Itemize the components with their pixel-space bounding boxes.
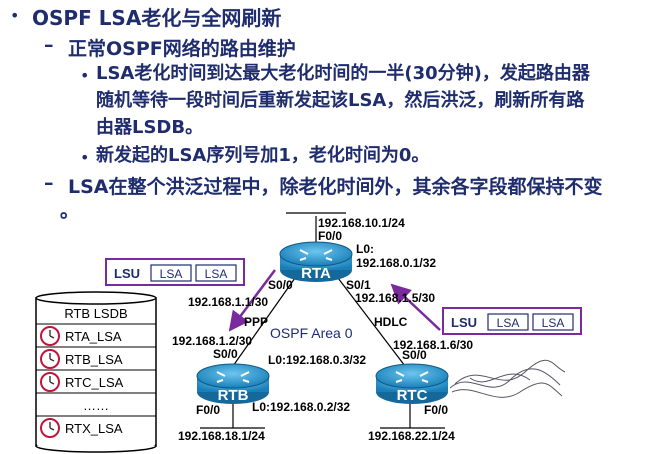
external-network-squiggle [449,359,566,398]
router-rtb-label: RTB [218,387,249,404]
router-rta: RTA [279,241,353,282]
lsdb-row-label: RTC_LSA [65,375,124,390]
sub-heading-1: 正常OSPF网络的路由维护 [68,38,296,60]
ppp-label: PPP [244,315,268,329]
rtc-f00-label: F0/0 [424,403,448,417]
router-rtc: RTC [375,363,449,404]
rta-top-net-label: 192.168.10.1/24 [318,216,405,230]
router-rtb: RTB [196,363,270,404]
rta-f00-label: F0/0 [318,229,342,243]
lsu-right-lsa-1: LSA [497,316,520,330]
lsu-box-left: LSU LSA LSA [105,258,245,286]
rta-s00-label: S0/0 [268,278,293,292]
lsdb-row-label: RTX_LSA [65,421,123,436]
lsdb-row-label: …… [83,398,109,413]
rta-s01-label: S0/1 [346,278,371,292]
lsu-left-lsa-2: LSA [205,267,228,281]
lsu-left-label: LSU [114,266,140,281]
dash-marker: – [44,34,54,56]
lsdb-title: RTB LSDB [64,306,127,321]
rtc-s00-ip-label: 192.168.1.6/30 [393,338,473,352]
flood-arrow-to-rtb [228,269,276,332]
rta-l0-ip-label: 192.168.0.1/32 [356,256,436,270]
ppp-link [232,277,296,367]
hdlc-link [337,277,406,367]
lsu-left-lsa-1: LSA [160,267,183,281]
router-rtc-label: RTC [397,387,428,404]
dash-marker: – [44,172,54,194]
rtb-lsdb-database: RTB LSDB RTA_LSA RTB_LSA RTC_LSA …… RTX_LSA [35,291,157,453]
bullet-1-line-1: LSA老化时间到达最大老化时间的一半(30分钟)，发起路由器 [96,63,590,84]
rta-s01-ip-label: 192.168.1.5/30 [355,291,435,305]
rtc-net-label: 192.168.22.1/24 [368,429,455,443]
lsu-box-right: LSU LSA LSA [442,307,582,335]
clock-icon [40,418,60,438]
lsu-right-label: LSU [451,315,477,330]
lsdb-row-label: RTA_LSA [65,329,122,344]
rtc-s00-label: S0/0 [402,348,427,362]
clock-icon [40,372,60,392]
lsdb-rows: RTA_LSA RTB_LSA RTC_LSA …… RTX_LSA [36,326,156,438]
bullet-2: 新发起的LSA序列号加1，老化时间为0。 [96,145,430,166]
router-rta-label: RTA [301,265,331,282]
bullet-dot: • [80,148,90,167]
clock-icon [40,349,60,369]
rtc-l0-label: L0:192.168.0.3/32 [268,353,366,367]
rtb-s00-label: S0/0 [213,347,238,361]
bullet-1-line-2: 随机等待一段时间后重新发起该LSA，然后洪泛，刷新所有路 [96,90,585,111]
rtb-l0-label: L0:192.168.0.2/32 [252,400,350,414]
rtb-net-label: 192.168.18.1/24 [178,429,265,443]
flood-arrow-from-rtc [390,283,441,331]
bullet-dot: • [10,6,20,25]
rta-s00-ip-label: 192.168.1.1/30 [188,295,268,309]
bullet-1-line-3: 由器LSDB。 [96,117,204,138]
sub-heading-2-line-1: LSA在整个洪泛过程中，除老化时间外，其余各字段都保持不变 [68,176,603,198]
clock-icon [40,326,60,346]
area-label: OSPF Area 0 [270,325,353,341]
sub-heading-2-line-2: 。 [60,200,80,222]
rtb-f00-label: F0/0 [196,403,220,417]
hdlc-label: HDLC [374,315,408,329]
page-title: OSPF LSA老化与全网刷新 [32,6,282,30]
bullet-dot: • [80,66,90,85]
lsu-right-lsa-2: LSA [542,316,565,330]
rta-l0-label: L0: [356,242,374,256]
rtb-s00-ip-label: 192.168.1.2/30 [172,334,252,348]
lsdb-row-label: RTB_LSA [65,352,123,367]
